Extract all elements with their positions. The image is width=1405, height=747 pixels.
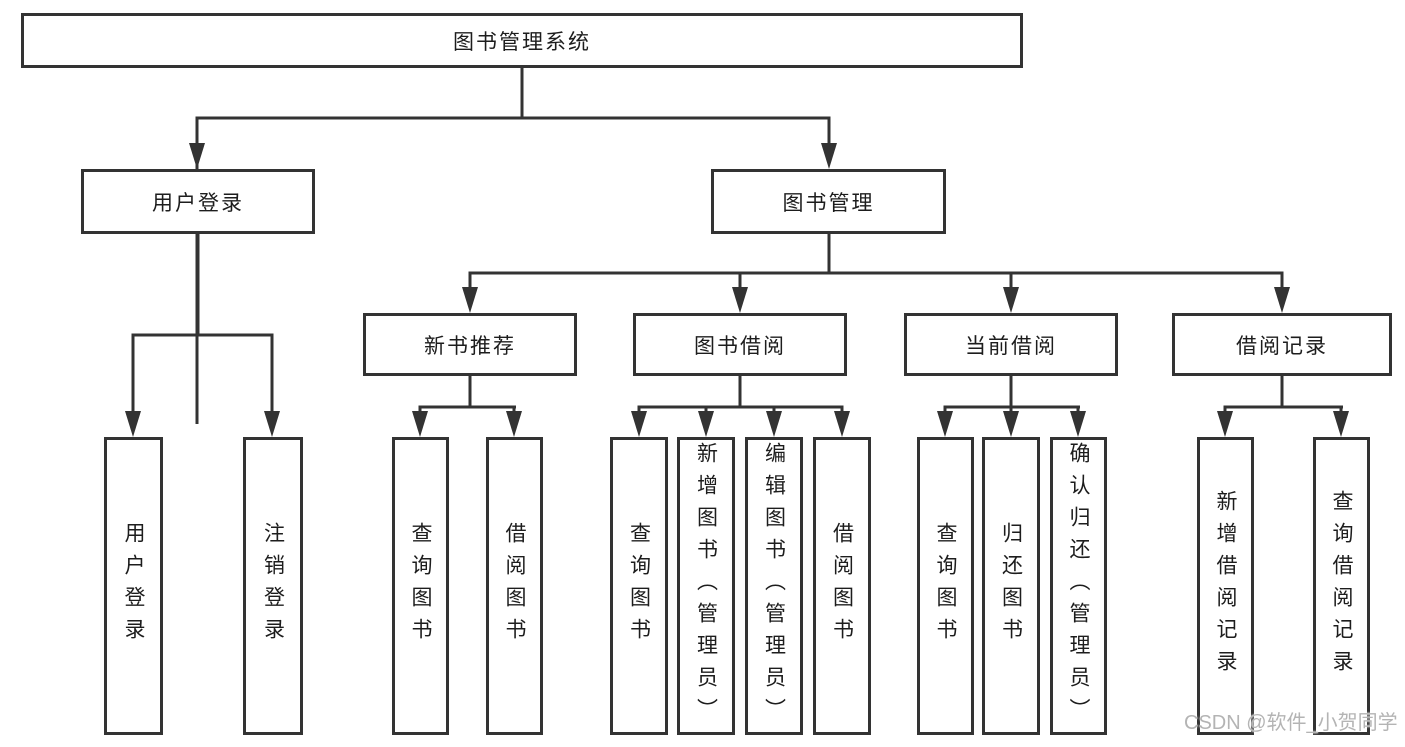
node-box-user-login: 用户登录 <box>81 169 315 234</box>
node-label-system-root: 图书管理系统 <box>453 30 591 54</box>
node-label-new-book-recommend: 新书推荐 <box>424 334 516 358</box>
arrowhead <box>412 411 428 437</box>
node-box-system-root: 图书管理系统 <box>21 13 1023 68</box>
leaf-box-confirm-return-admin: 确认归还（管理员） <box>1050 437 1107 735</box>
leaf-box-query-borrow-record: 查询借阅记录 <box>1313 437 1370 735</box>
leaf-label-user-login: 用户登录 <box>122 522 145 650</box>
arrowhead <box>1217 411 1233 437</box>
leaf-label-query-books-borrow: 查询图书 <box>627 522 651 650</box>
arrowhead <box>937 411 953 437</box>
node-box-borrow-records: 借阅记录 <box>1172 313 1392 376</box>
leaf-label-confirm-return-admin: 确认归还（管理员） <box>1067 442 1090 730</box>
node-label-borrow-records: 借阅记录 <box>1236 334 1328 358</box>
arrowhead <box>506 411 522 437</box>
leaf-box-query-books-recommend: 查询图书 <box>392 437 449 735</box>
arrowhead <box>766 411 782 437</box>
leaf-label-borrow-books: 借阅图书 <box>830 522 854 650</box>
leaf-label-logout: 注销登录 <box>261 522 285 650</box>
node-label-book-management: 图书管理 <box>782 191 875 215</box>
arrowhead <box>1333 411 1349 437</box>
connector-newbook-branch <box>418 376 516 424</box>
arrowhead <box>698 411 714 437</box>
connector-level2-branch <box>195 116 831 155</box>
node-label-current-borrowing: 当前借阅 <box>965 334 1057 358</box>
node-box-book-borrowing: 图书借阅 <box>633 313 847 376</box>
leaf-box-borrow-books: 借阅图书 <box>813 437 871 735</box>
leaf-label-add-books-admin: 新增图书（管理员） <box>694 442 718 730</box>
leaf-box-borrow-books-recommend: 借阅图书 <box>486 437 543 735</box>
arrowhead <box>732 287 748 313</box>
leaf-label-add-borrow-record: 新增借阅记录 <box>1214 490 1237 682</box>
arrowhead <box>1070 411 1086 437</box>
arrowhead <box>1274 287 1290 313</box>
csdn-watermark: CSDN @软件_小贺同学 <box>1184 712 1398 734</box>
leaf-label-return-books: 归还图书 <box>999 522 1023 650</box>
leaf-label-borrow-books-recommend: 借阅图书 <box>503 522 526 650</box>
leaf-box-return-books: 归还图书 <box>982 437 1040 735</box>
arrowheads <box>125 143 1349 437</box>
connector-userlogin-branch <box>131 234 274 424</box>
leaf-box-edit-books-admin: 编辑图书（管理员） <box>745 437 803 735</box>
arrowhead <box>462 287 478 313</box>
leaf-label-query-books-recommend: 查询图书 <box>409 522 432 650</box>
arrowhead <box>125 411 141 437</box>
arrowhead <box>1003 287 1019 313</box>
node-label-user-login: 用户登录 <box>152 191 244 215</box>
arrowhead <box>631 411 647 437</box>
node-box-current-borrowing: 当前借阅 <box>904 313 1118 376</box>
arrowhead <box>821 143 837 169</box>
leaf-box-add-borrow-record: 新增借阅记录 <box>1197 437 1254 735</box>
connector-records-branch <box>1223 376 1343 424</box>
node-label-book-borrowing: 图书借阅 <box>694 334 786 358</box>
leaf-label-query-books-current: 查询图书 <box>934 522 957 650</box>
leaf-box-query-books-borrow: 查询图书 <box>610 437 668 735</box>
arrowhead <box>264 411 280 437</box>
connector-borrow-branch <box>637 376 844 424</box>
arrowhead <box>1003 411 1019 437</box>
arrowhead <box>189 143 205 169</box>
leaf-box-logout: 注销登录 <box>243 437 303 735</box>
arrowhead <box>834 411 850 437</box>
node-box-new-book-recommend: 新书推荐 <box>363 313 577 376</box>
leaf-box-user-login: 用户登录 <box>104 437 163 735</box>
connector-bookmgmt-branch <box>468 234 1284 299</box>
leaf-label-query-borrow-record: 查询借阅记录 <box>1330 490 1353 682</box>
leaf-box-query-books-current: 查询图书 <box>917 437 974 735</box>
leaf-label-edit-books-admin: 编辑图书（管理员） <box>762 442 786 730</box>
leaf-box-add-books-admin: 新增图书（管理员） <box>677 437 735 735</box>
node-box-book-management: 图书管理 <box>711 169 946 234</box>
